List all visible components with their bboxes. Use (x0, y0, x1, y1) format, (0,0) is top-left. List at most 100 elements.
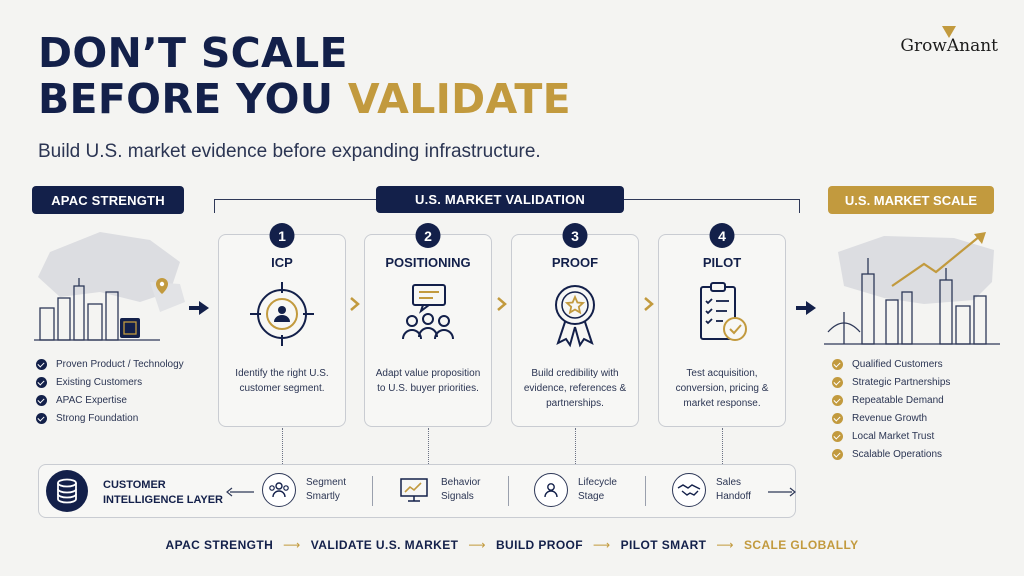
step-number: 1 (269, 223, 295, 248)
page-subtitle: Build U.S. market evidence before expand… (38, 141, 541, 162)
check-icon (832, 430, 843, 442)
step-description: Test acquisition, conversion, pricing & … (675, 368, 769, 409)
list-item-label: Existing Customers (56, 376, 143, 388)
arrow-right-small-icon (768, 487, 796, 497)
step-number: 4 (709, 223, 735, 248)
brand-name: GrowAnant (900, 36, 998, 56)
customer-intelligence-label: CUSTOMER INTELLIGENCE LAYER (103, 478, 223, 508)
list-item: APAC Expertise (36, 391, 184, 409)
list-item-label: APAC Expertise (56, 394, 127, 406)
list-item: Strong Foundation (36, 409, 184, 427)
list-item-label: Revenue Growth (852, 412, 928, 424)
list-item: Scalable Operations (832, 445, 950, 463)
step-title: PILOT (702, 255, 742, 270)
connector-line (722, 428, 723, 464)
flow-step: VALIDATE U.S. MARKET (310, 538, 459, 552)
list-item-label: Strong Foundation (56, 412, 139, 424)
brand-logo-icon (942, 26, 956, 38)
people-icon (262, 473, 296, 507)
us-market-scale-label: U.S. MARKET SCALE (828, 186, 994, 214)
list-item-label: Repeatable Demand (852, 394, 944, 406)
label-line: Sales (716, 477, 742, 488)
chart-monitor-icon (397, 473, 431, 507)
chevron-right-icon (350, 297, 360, 311)
list-item: Qualified Customers (832, 355, 950, 373)
list-item: Revenue Growth (832, 409, 950, 427)
label-line: Smartly (306, 491, 340, 502)
label-line: Handoff (716, 491, 751, 502)
label-line: Lifecycle (578, 477, 617, 488)
list-item-label: Proven Product / Technology (56, 358, 184, 370)
check-icon (36, 376, 47, 388)
step-card-proof: 3 PROOF Build credibility with evidence,… (511, 223, 639, 427)
check-icon (832, 448, 843, 460)
label-line: Behavior (441, 477, 481, 488)
title-line-2-prefix: BEFORE YOU (38, 75, 348, 123)
list-item-label: Qualified Customers (852, 358, 943, 370)
arrow-right-icon (189, 301, 209, 315)
chevron-right-icon (644, 297, 654, 311)
check-icon (832, 412, 843, 424)
clipboard-check-icon (700, 282, 747, 341)
arrow-left-icon (226, 487, 254, 497)
apac-strength-label: APAC STRENGTH (32, 186, 184, 214)
check-icon (832, 394, 843, 406)
step-description: Identify the right U.S. customer segment… (235, 368, 329, 394)
title-line-1: DON’T SCALE (38, 29, 348, 77)
apac-checklist: Proven Product / Technology Existing Cus… (36, 355, 184, 427)
database-icon (46, 470, 88, 512)
user-lifecycle-icon (534, 473, 568, 507)
step-description: Adapt value proposition to U.S. buyer pr… (375, 368, 481, 394)
connector-line (428, 428, 429, 464)
handshake-icon (672, 473, 706, 507)
title-line-2: BEFORE YOU VALIDATE (38, 76, 571, 122)
label-line: Signals (441, 491, 474, 502)
label-line: INTELLIGENCE LAYER (103, 494, 223, 506)
check-icon (36, 412, 47, 424)
divider (508, 476, 509, 506)
label-line: Stage (578, 491, 605, 502)
award-ribbon-icon (555, 285, 595, 348)
flow-step: PILOT SMART (620, 538, 707, 552)
label-line: Segment (306, 477, 347, 488)
divider (372, 476, 373, 506)
arrow-right-icon (796, 301, 816, 315)
list-item: Local Market Trust (832, 427, 950, 445)
step-number: 3 (562, 223, 588, 248)
step-card-positioning: 2 POSITIONING Adapt value proposition to… (364, 223, 492, 427)
flow-arrow-icon: ⟶ (283, 538, 301, 552)
flow-arrow-icon: ⟶ (716, 538, 734, 552)
step-description: Build credibility with evidence, referen… (523, 368, 627, 409)
check-icon (36, 394, 47, 406)
flow-step-final: SCALE GLOBALLY (743, 538, 859, 552)
label-line: CUSTOMER (103, 479, 166, 491)
flow-arrow-icon: ⟶ (468, 538, 486, 552)
page-title: DON’T SCALE BEFORE YOU VALIDATE (38, 30, 571, 122)
message-audience-icon (402, 284, 454, 340)
check-icon (832, 358, 843, 370)
list-item: Strategic Partnerships (832, 373, 950, 391)
flow-arrow-icon: ⟶ (593, 538, 611, 552)
step-card-icp: 1 ICP Identify the right U.S. customer s… (218, 223, 346, 427)
journey-flow: APAC STRENGTH ⟶ VALIDATE U.S. MARKET ⟶ B… (0, 538, 1024, 552)
step-number: 2 (415, 223, 441, 248)
scale-checklist: Qualified Customers Strategic Partnershi… (832, 355, 950, 463)
step-card-pilot: 4 PILOT Test acquisition, conversion, pr… (658, 223, 786, 427)
flow-step: APAC STRENGTH (165, 538, 274, 552)
target-user-icon (250, 282, 314, 346)
list-item-label: Local Market Trust (852, 430, 935, 442)
flow-step: BUILD PROOF (495, 538, 584, 552)
us-map-city-illustration (824, 232, 1000, 345)
check-icon (832, 376, 843, 388)
connector-line (575, 428, 576, 464)
divider (645, 476, 646, 506)
list-item-label: Strategic Partnerships (852, 376, 951, 388)
